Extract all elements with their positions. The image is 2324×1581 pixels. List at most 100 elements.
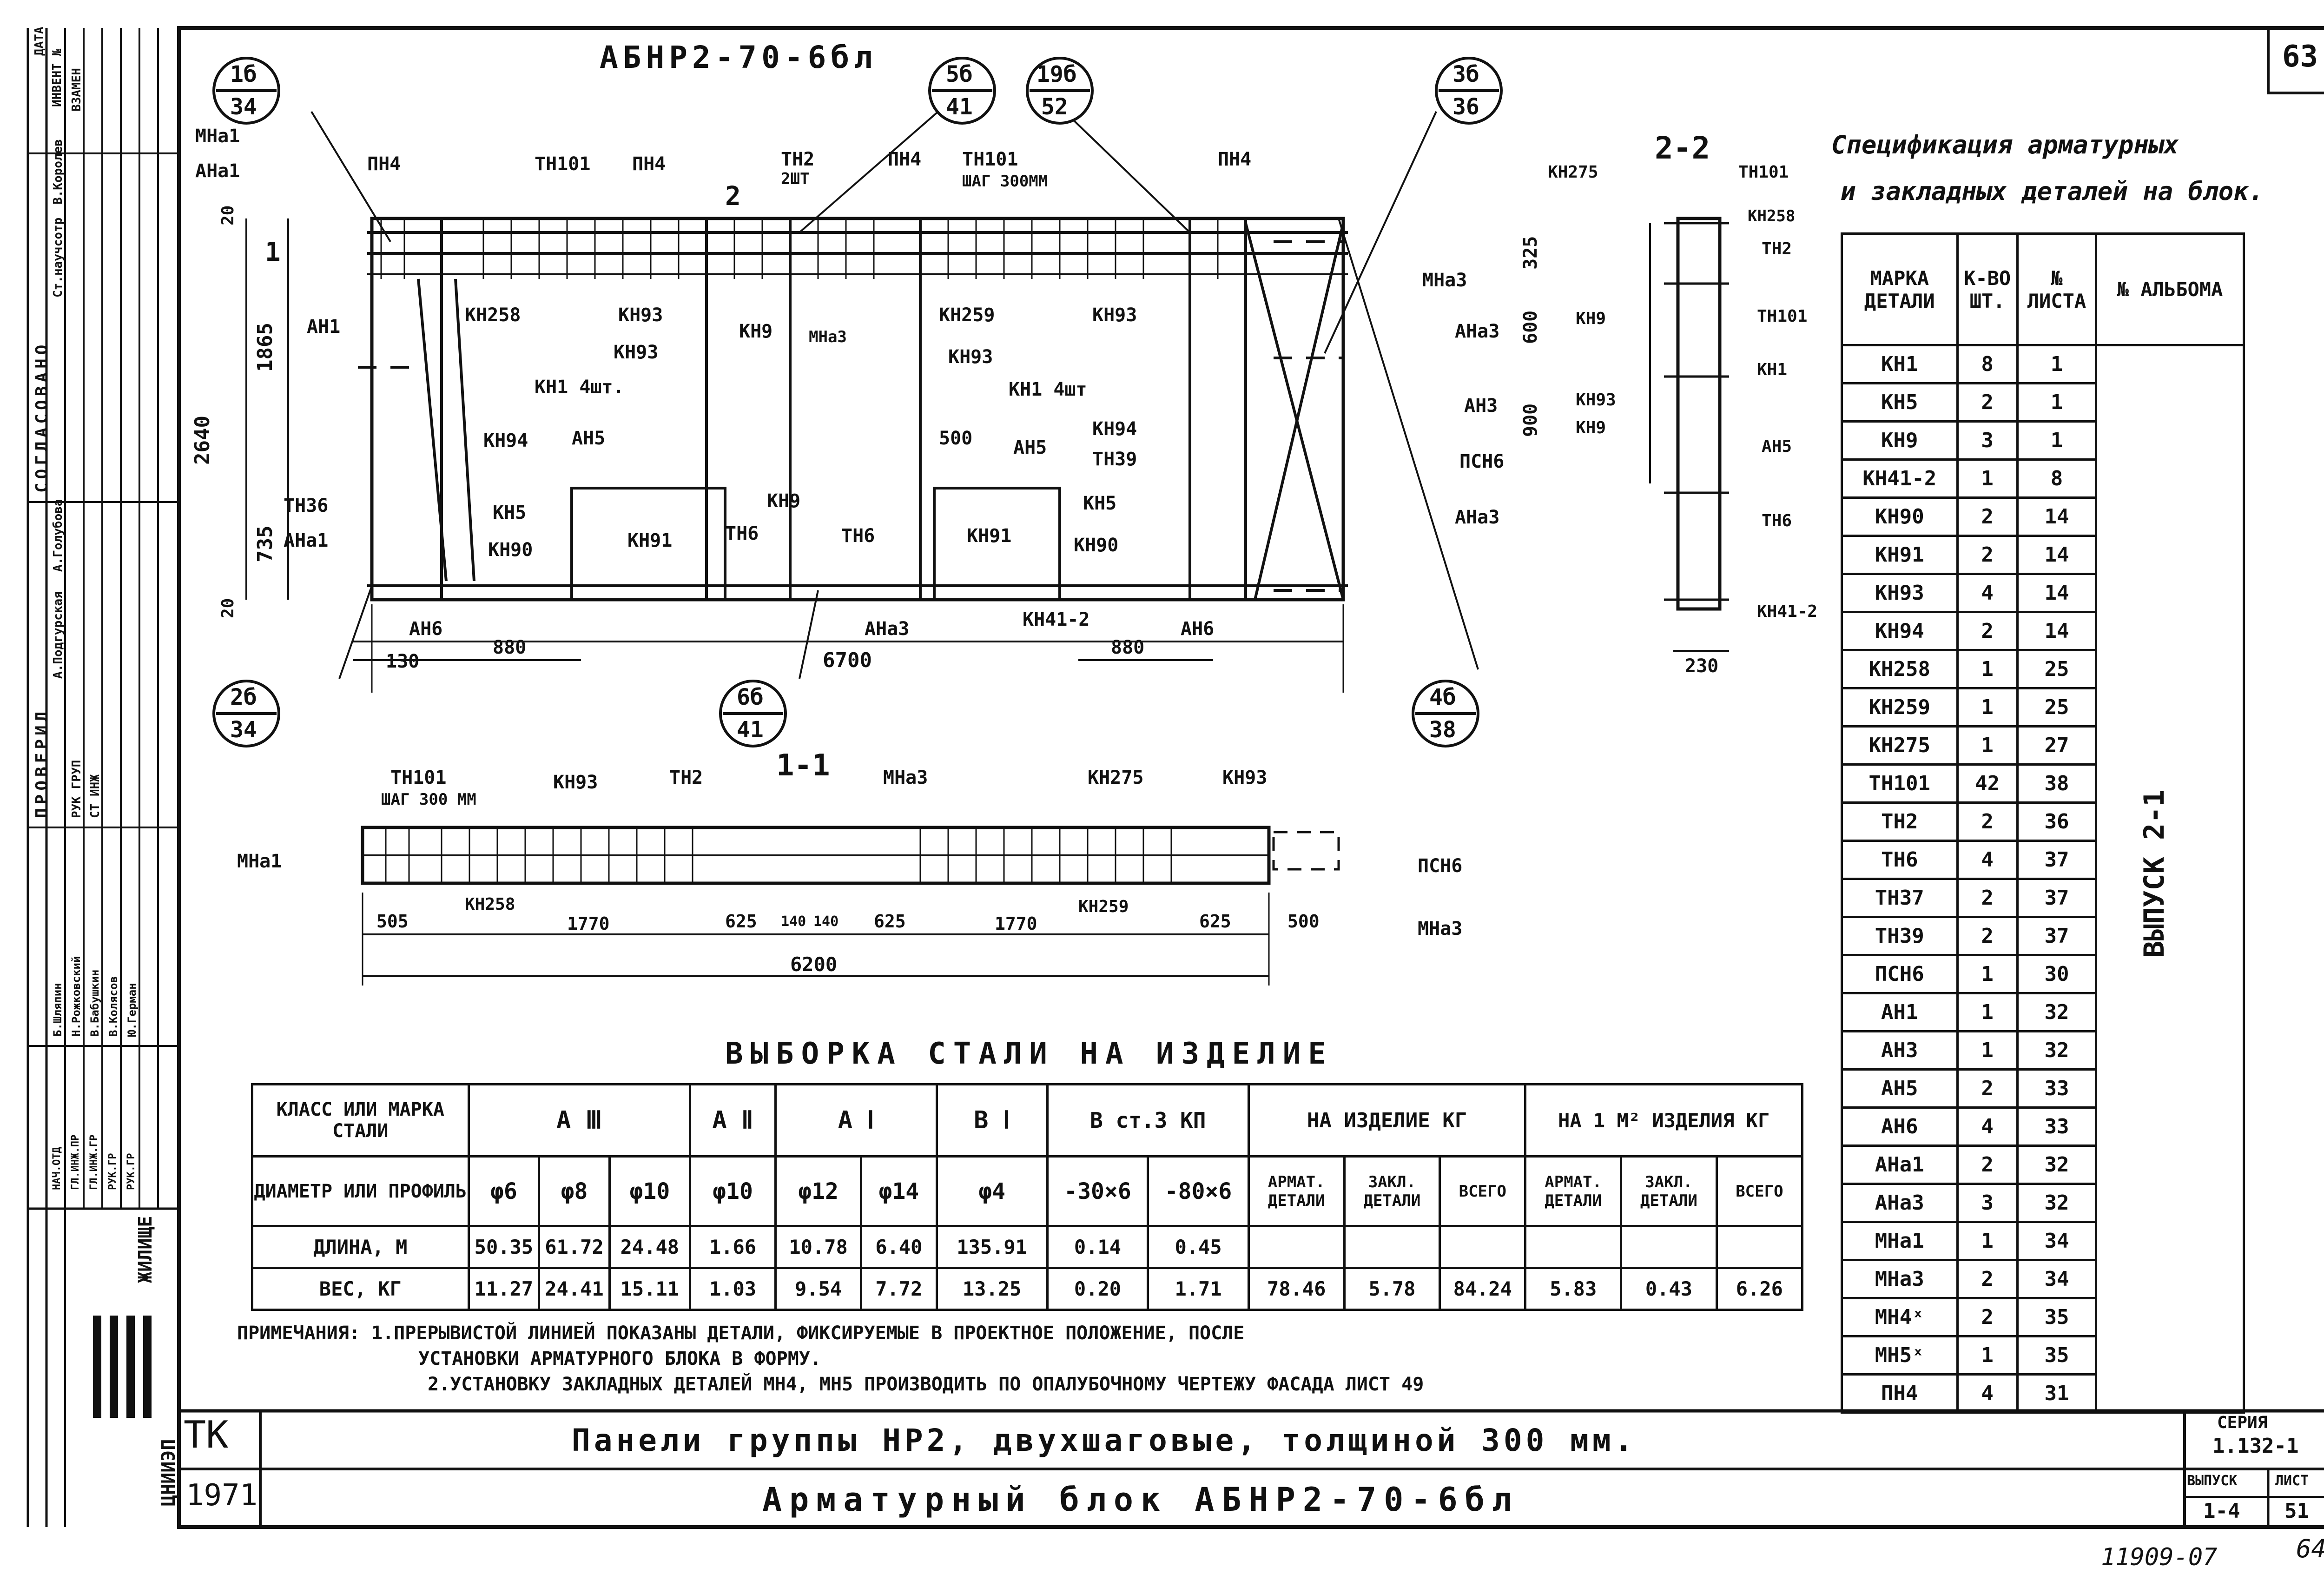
steel-subheader: ВСЕГО — [1715, 1155, 1804, 1227]
callout-2-bottom: 41 — [946, 94, 973, 120]
steel-weight-total: 5.78 — [1343, 1267, 1441, 1311]
spec-cell-sheet: 14 — [2016, 535, 2098, 575]
spec-cell-qty: 2 — [1956, 801, 2019, 842]
steel-weight-total: 78.46 — [1247, 1267, 1346, 1311]
steel-length-value: 24.48 — [608, 1225, 691, 1269]
spec-cell-mark: ПН4 — [1841, 1373, 1959, 1414]
label-step: ШАГ 300ММ — [962, 172, 1048, 191]
label-an6-a: АН6 — [409, 618, 443, 640]
steel-table: КЛАСС ИЛИ МАРКА СТАЛИ А Ⅲ А Ⅱ А Ⅰ В Ⅰ В … — [251, 1083, 1804, 1311]
stamp-nach-otd: НАЧ.ОТД — [51, 1147, 63, 1190]
steel-profile: φ14 — [860, 1155, 938, 1227]
steel-length-label: ДЛИНА, М — [251, 1225, 470, 1269]
label-kn9-a: КН9 — [739, 321, 773, 342]
label-an1: АН1 — [307, 316, 341, 337]
label-kn91-a: КН91 — [627, 530, 673, 551]
callout-5-bottom: 34 — [230, 717, 257, 743]
spec-cell-mark: КН258 — [1841, 649, 1959, 689]
stamp-gl-inzh-pr: ГЛ.ИНЖ.ПР — [70, 1134, 81, 1190]
steel-subheader: АРМАТ. ДЕТАЛИ — [1247, 1155, 1346, 1227]
label-an5-b: АН5 — [1013, 437, 1047, 458]
spec-cell-mark: КН41-2 — [1841, 458, 1959, 499]
spec-header-mark: МАРКА ДЕТАЛИ — [1841, 232, 1959, 346]
label-kn90-b: КН90 — [1074, 535, 1119, 556]
steel-h-m2: НА 1 М² ИЗДЕЛИЯ КГ — [1524, 1083, 1803, 1158]
callout-3-top: 19б — [1037, 61, 1077, 87]
steel-empty-cell — [1620, 1225, 1718, 1269]
s11-d500: 500 — [1287, 911, 1320, 932]
stamp-provereno: ПРОВЕРИЛ — [33, 708, 52, 818]
tb-seria: 1.132-1 — [2212, 1434, 2299, 1458]
tb-year: 1971 — [186, 1478, 258, 1513]
s11-tn101: ТН101 — [390, 767, 447, 788]
steel-length-value: 1.66 — [688, 1225, 777, 1269]
spec-cell-qty: 1 — [1956, 687, 2019, 728]
note-1b: УСТАНОВКИ АРМАТУРНОГО БЛОКА В ФОРМУ. — [418, 1348, 821, 1369]
stamp-institute: ЦНИИЭП — [158, 1439, 179, 1507]
spec-cell-qty: 2 — [1956, 1259, 2019, 1299]
spec-cell-qty: 2 — [1956, 496, 2019, 537]
label-kn5-a: КН5 — [493, 502, 527, 523]
callout-6-top: 6б — [737, 684, 764, 710]
stamp-gl-inzh-gr: ГЛ.ИНЖ.ГР — [88, 1134, 100, 1190]
label-tn101-a: ТН101 — [535, 153, 591, 175]
tb-vypusk: 1-4 — [2203, 1499, 2240, 1523]
spec-cell-sheet: 14 — [2016, 496, 2098, 537]
s22-d600: 600 — [1520, 310, 1541, 344]
label-kn94-a: КН94 — [483, 430, 528, 451]
stamp-golubova: А.Голубова — [51, 499, 65, 572]
callout-4-top: 3б — [1452, 61, 1479, 87]
dim-20-top: 20 — [218, 205, 238, 225]
label-kn259: КН259 — [939, 304, 995, 326]
stamp-invent: ИНВЕНТ № — [50, 48, 64, 107]
spec-cell-qty: 2 — [1956, 1068, 2019, 1109]
spec-cell-mark: ТН39 — [1841, 916, 1959, 956]
spec-cell-sheet: 37 — [2016, 878, 2098, 918]
label-mna3-b: МНа3 — [809, 328, 847, 346]
steel-weight-label: ВЕС, КГ — [251, 1267, 470, 1311]
spec-title-1: Спецификация арматурных — [1831, 130, 2179, 159]
dim-735: 735 — [253, 525, 277, 562]
steel-h-a3: А Ⅲ — [467, 1083, 691, 1158]
steel-length-value: 10.78 — [774, 1225, 863, 1269]
tb-line1: Панели группы НР2, двухшаговые, толщиной… — [572, 1422, 1637, 1458]
label-kn94-b: КН94 — [1092, 418, 1137, 440]
label-pn4-a: ПН4 — [367, 153, 401, 175]
spec-cell-mark: КН91 — [1841, 535, 1959, 575]
dim-2640: 2640 — [191, 416, 214, 465]
label-kn41-2: КН41-2 — [1023, 609, 1090, 630]
spec-cell-sheet: 33 — [2016, 1068, 2098, 1109]
label-pn4-d: ПН4 — [1218, 149, 1252, 170]
label-kn91-b: КН91 — [967, 525, 1012, 547]
steel-empty-cell — [1439, 1225, 1527, 1269]
spec-cell-qty: 3 — [1956, 1183, 2019, 1223]
spec-cell-sheet: 34 — [2016, 1221, 2098, 1261]
s11-d140b: 140 — [813, 913, 839, 930]
label-kn9-b: КН9 — [767, 490, 801, 512]
cut-1: 1 — [265, 237, 281, 267]
label-kn93-d: КН93 — [948, 346, 993, 368]
label-tn101-b: ТН101 — [962, 149, 1018, 170]
steel-profile: -80×6 — [1147, 1155, 1250, 1227]
spec-cell-sheet: 1 — [2016, 420, 2098, 461]
stamp-babushkin: В.Бабушкин — [88, 969, 101, 1037]
spec-cell-qty: 2 — [1956, 535, 2019, 575]
steel-subheader: ЗАКЛ. ДЕТАЛИ — [1620, 1155, 1718, 1227]
spec-cell-sheet: 14 — [2016, 611, 2098, 651]
steel-weight-value: 24.41 — [538, 1267, 611, 1311]
callout-1-bottom: 34 — [230, 94, 257, 120]
spec-cell-sheet: 25 — [2016, 687, 2098, 728]
spec-cell-sheet: 25 — [2016, 649, 2098, 689]
dim-20-bot: 20 — [218, 598, 238, 618]
